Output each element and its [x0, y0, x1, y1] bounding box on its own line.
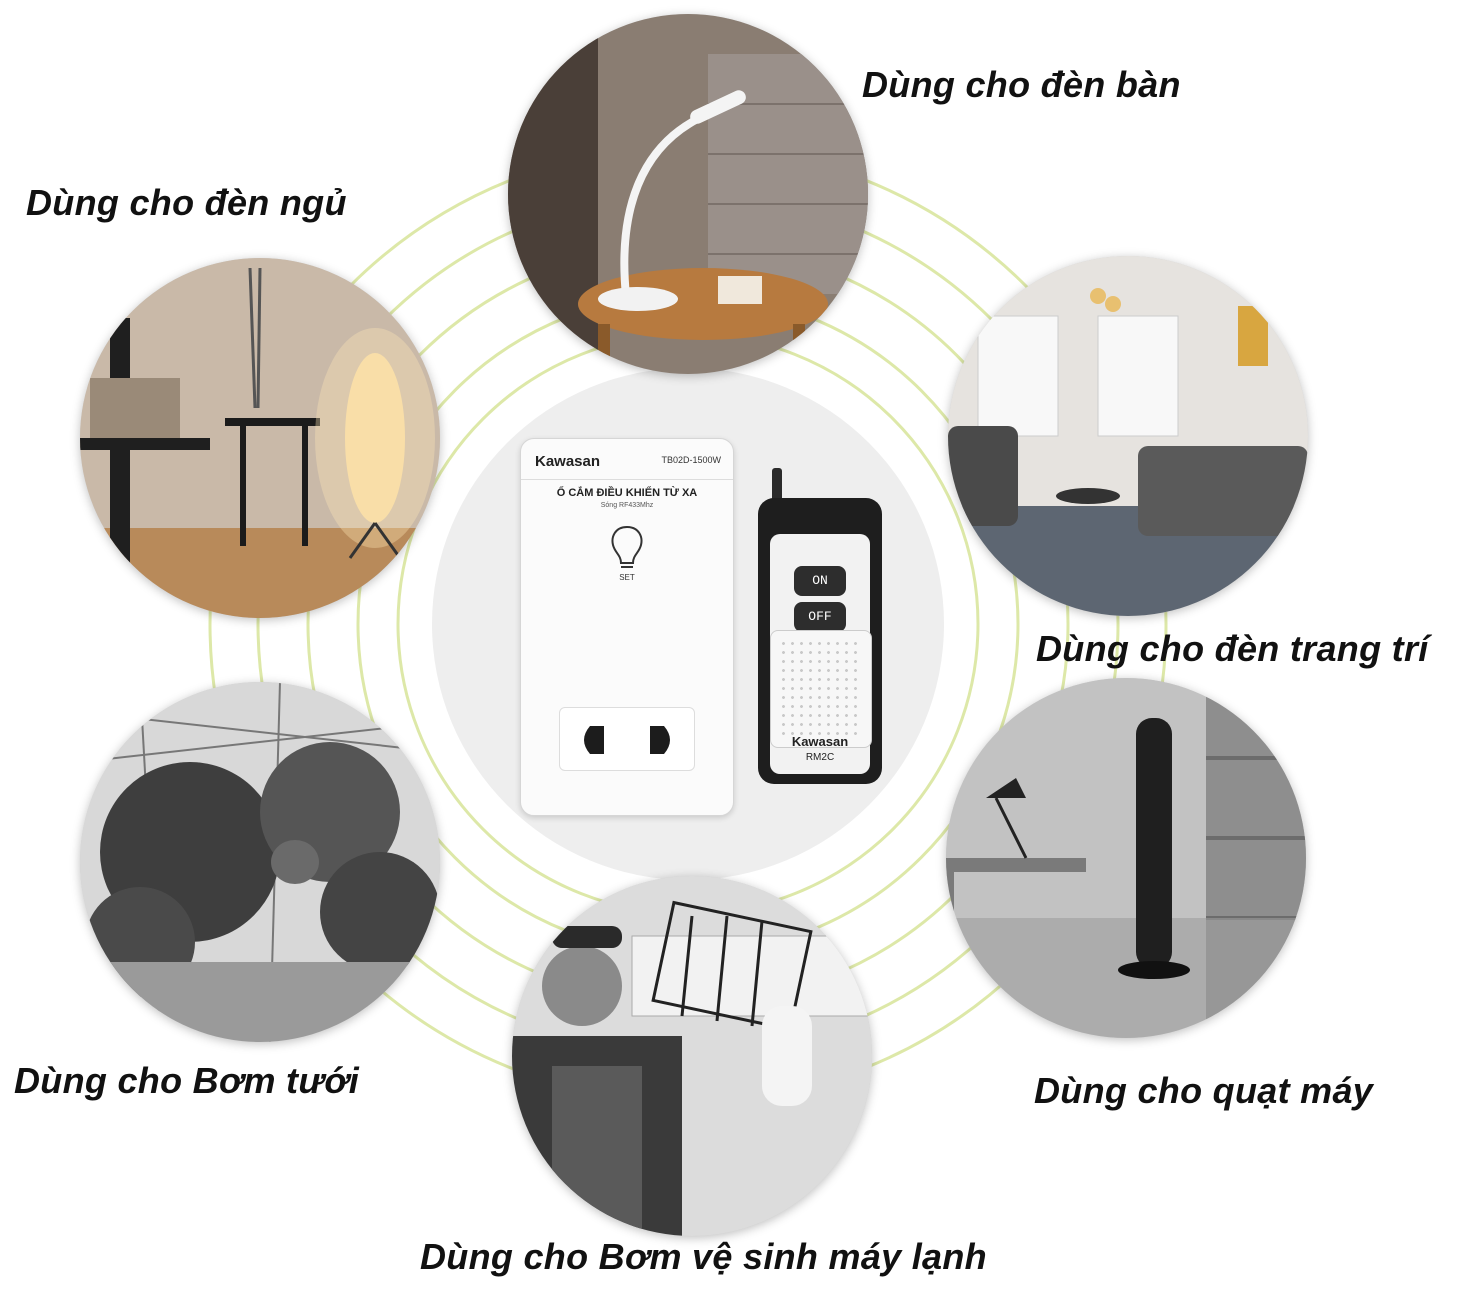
remote-model: RM2C — [805, 752, 835, 763]
decor-light-photo — [948, 256, 1308, 616]
socket-model: TB02D-1500W — [661, 455, 721, 465]
caption-ac-cleaning-pump: Dùng cho Bơm vệ sinh máy lạnh — [420, 1236, 987, 1277]
remote-control: ON OFF Kawasan RM2C — [758, 498, 882, 784]
off-button[interactable]: OFF — [794, 602, 846, 632]
bulb-icon — [611, 525, 643, 568]
night-lamp-photo — [80, 258, 440, 618]
desk-lamp-photo — [508, 14, 868, 374]
garden-pump-photo — [80, 682, 440, 1042]
socket-brand: Kawasan — [535, 453, 601, 470]
set-label: SET — [619, 573, 635, 582]
remote-brand: Kawasan — [791, 734, 849, 749]
socket-subtitle: Sóng RF433Mhz — [600, 502, 654, 509]
socket-title: Ổ CẮM ĐIỀU KHIỂN TỪ XA — [556, 487, 698, 499]
remote-face: ON OFF Kawasan RM2C — [770, 534, 872, 774]
remote-grip — [770, 630, 872, 748]
caption-night-lamp: Dùng cho đèn ngủ — [26, 182, 347, 223]
outlet-icon — [559, 707, 695, 771]
socket-divider — [521, 479, 733, 480]
caption-desk-lamp: Dùng cho đèn bàn — [862, 64, 1181, 105]
caption-garden-pump: Dùng cho Bơm tưới — [14, 1060, 360, 1101]
caption-fan: Dùng cho quạt máy — [1034, 1070, 1374, 1111]
on-button[interactable]: ON — [794, 566, 846, 596]
caption-decor-light: Dùng cho đèn trang trí — [1036, 628, 1429, 669]
fan-photo — [946, 678, 1306, 1038]
ac-cleaning-photo — [512, 876, 872, 1236]
remote-socket: Kawasan TB02D-1500W Ổ CẮM ĐIỀU KHIỂN TỪ … — [520, 438, 734, 816]
remote-antenna — [772, 468, 782, 504]
